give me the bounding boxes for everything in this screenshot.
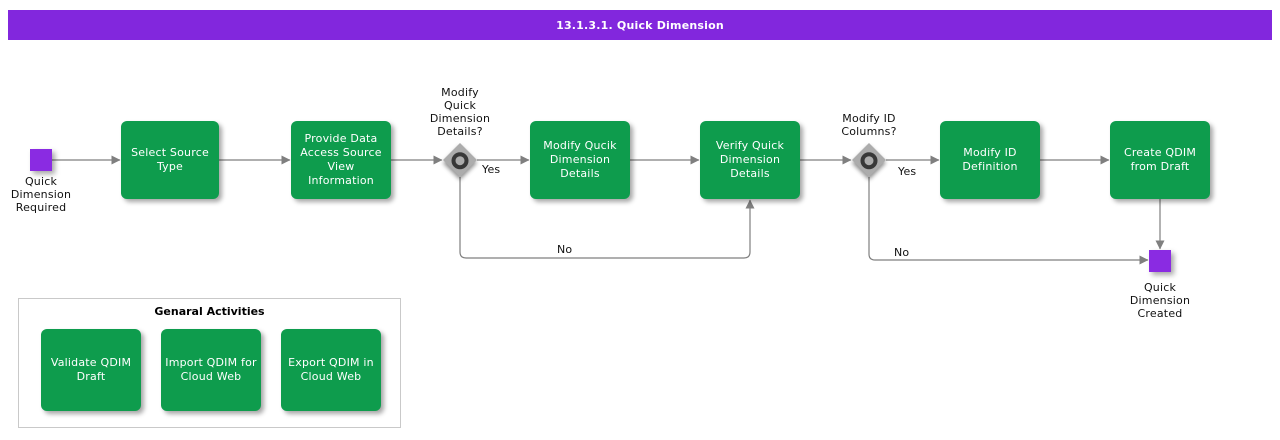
start-event-node — [30, 149, 52, 171]
task-import-qdim-cloud-web: Import QDIM for Cloud Web — [161, 329, 261, 411]
gateway2-question-label: Modify ID Columns? — [841, 112, 897, 138]
gateway1-yes-label: Yes — [482, 163, 501, 176]
task-modify-id-definition: Modify ID Definition — [940, 121, 1040, 199]
flow-gateway1-no-to-verify-details — [459, 177, 755, 259]
task-select-source-type-label: Select Source Type — [131, 146, 209, 173]
task-create-qdim-from-draft-label: Create QDIM from Draft — [1123, 146, 1197, 173]
flow-gateway2-no-to-end — [868, 177, 1149, 265]
task-select-source-type: Select Source Type — [121, 121, 219, 199]
task-export-qdim-cloud-web-label: Export QDIM in Cloud Web — [288, 356, 374, 383]
gateway1-question-label: Modify Quick Dimension Details? — [429, 86, 491, 138]
task-import-qdim-cloud-web-label: Import QDIM for Cloud Web — [165, 356, 257, 383]
task-modify-id-definition-label: Modify ID Definition — [962, 146, 1018, 173]
title-bar-text: 13.1.3.1. Quick Dimension — [556, 18, 724, 32]
general-activities-title: Genaral Activities — [154, 305, 265, 318]
task-provide-data-access: Provide Data Access Source View Informat… — [291, 121, 391, 199]
end-event-label: Quick Dimension Created — [1129, 281, 1191, 320]
task-provide-data-access-label: Provide Data Access Source View Informat… — [300, 132, 382, 187]
task-export-qdim-cloud-web: Export QDIM in Cloud Web — [281, 329, 381, 411]
gateway2-no-label: No — [894, 246, 910, 259]
gateway-circle-icon — [447, 147, 473, 173]
gateway-circle-icon — [856, 147, 882, 173]
task-validate-qdim-draft-label: Validate QDIM Draft — [50, 356, 132, 383]
task-verify-quick-dimension-details-label: Verify Quick Dimension Details — [715, 139, 785, 180]
task-modify-quick-dimension-details-label: Modify Qucik Dimension Details — [543, 139, 617, 180]
task-modify-quick-dimension-details: Modify Qucik Dimension Details — [530, 121, 630, 199]
task-verify-quick-dimension-details: Verify Quick Dimension Details — [700, 121, 800, 199]
task-create-qdim-from-draft: Create QDIM from Draft — [1110, 121, 1210, 199]
title-bar: 13.1.3.1. Quick Dimension — [8, 10, 1272, 40]
end-event-node — [1149, 250, 1171, 272]
general-activities-panel: Genaral Activities Validate QDIM Draft I… — [18, 298, 401, 428]
task-validate-qdim-draft: Validate QDIM Draft — [41, 329, 141, 411]
gateway2-yes-label: Yes — [898, 165, 917, 178]
gateway1-no-label: No — [557, 243, 573, 256]
start-event-label: Quick Dimension Required — [10, 175, 72, 214]
